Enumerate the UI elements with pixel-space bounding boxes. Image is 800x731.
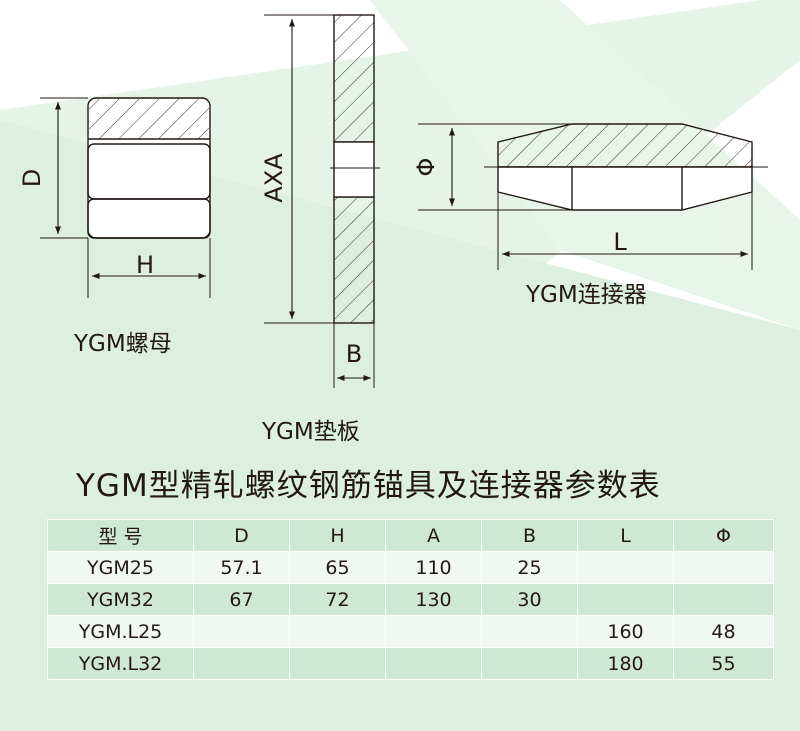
plate-b-label: B bbox=[346, 340, 362, 368]
connector-caption: YGM连接器 bbox=[526, 282, 647, 308]
cell-l: 160 bbox=[577, 615, 674, 648]
cell-l: 180 bbox=[577, 647, 674, 680]
cell-b: 25 bbox=[481, 551, 578, 584]
cell-a bbox=[385, 647, 482, 680]
cell-phi: 48 bbox=[673, 615, 774, 648]
header-b: B bbox=[481, 519, 578, 552]
table-header-row: 型 号 D H A B L Φ bbox=[47, 519, 774, 552]
table-title: YGM型精轧螺纹钢筋锚具及连接器参数表 bbox=[76, 468, 661, 504]
connector-drawing bbox=[418, 123, 768, 270]
nut-caption: YGM螺母 bbox=[74, 331, 172, 357]
cell-h: 65 bbox=[289, 551, 386, 584]
cell-d bbox=[193, 647, 290, 680]
cell-phi bbox=[673, 583, 774, 616]
table-row: YGM.L25 160 48 bbox=[47, 615, 774, 648]
header-model: 型 号 bbox=[47, 519, 194, 552]
cell-b bbox=[481, 615, 578, 648]
plate-lower-section bbox=[333, 196, 375, 324]
cell-a bbox=[385, 615, 482, 648]
connector-phi-label: Φ bbox=[412, 158, 440, 177]
plate-bore bbox=[333, 141, 375, 198]
nut-h-label: H bbox=[136, 251, 154, 279]
table-row: YGM25 57.1 65 110 25 bbox=[47, 551, 774, 584]
cell-model: YGM32 bbox=[47, 583, 194, 616]
cell-model: YGM.L32 bbox=[47, 647, 194, 680]
header-h: H bbox=[289, 519, 386, 552]
cell-h: 72 bbox=[289, 583, 386, 616]
nut-lower-face bbox=[87, 198, 211, 239]
cell-phi bbox=[673, 551, 774, 584]
parameters-table: 型 号 D H A B L Φ YGM25 57.1 65 110 25 YGM… bbox=[47, 519, 774, 680]
nut-drawing bbox=[40, 97, 211, 298]
technical-drawings: D H AXA B Φ L bbox=[18, 14, 768, 388]
cell-model: YGM25 bbox=[47, 551, 194, 584]
connector-l-label: L bbox=[613, 228, 627, 256]
cell-d: 67 bbox=[193, 583, 290, 616]
cell-l bbox=[577, 583, 674, 616]
header-phi: Φ bbox=[673, 519, 774, 552]
connector-lower-body bbox=[497, 166, 753, 211]
cell-d bbox=[193, 615, 290, 648]
cell-phi: 55 bbox=[673, 647, 774, 680]
cell-h bbox=[289, 647, 386, 680]
cell-b bbox=[481, 647, 578, 680]
header-a: A bbox=[385, 519, 482, 552]
plate-drawing bbox=[264, 14, 380, 388]
plate-caption: YGM垫板 bbox=[262, 419, 360, 445]
cell-l bbox=[577, 551, 674, 584]
cell-a: 110 bbox=[385, 551, 482, 584]
header-l: L bbox=[577, 519, 674, 552]
cell-a: 130 bbox=[385, 583, 482, 616]
table-row: YGM32 67 72 130 30 bbox=[47, 583, 774, 616]
cell-d: 57.1 bbox=[193, 551, 290, 584]
cell-b: 30 bbox=[481, 583, 578, 616]
cell-h bbox=[289, 615, 386, 648]
cell-model: YGM.L25 bbox=[47, 615, 194, 648]
nut-hatched-section bbox=[89, 99, 209, 139]
plate-upper-section bbox=[333, 14, 375, 143]
connector-hatched-section bbox=[497, 123, 753, 168]
header-d: D bbox=[193, 519, 290, 552]
nut-d-label: D bbox=[18, 169, 46, 187]
plate-axa-label: AXA bbox=[260, 153, 288, 203]
table-row: YGM.L32 180 55 bbox=[47, 647, 774, 680]
